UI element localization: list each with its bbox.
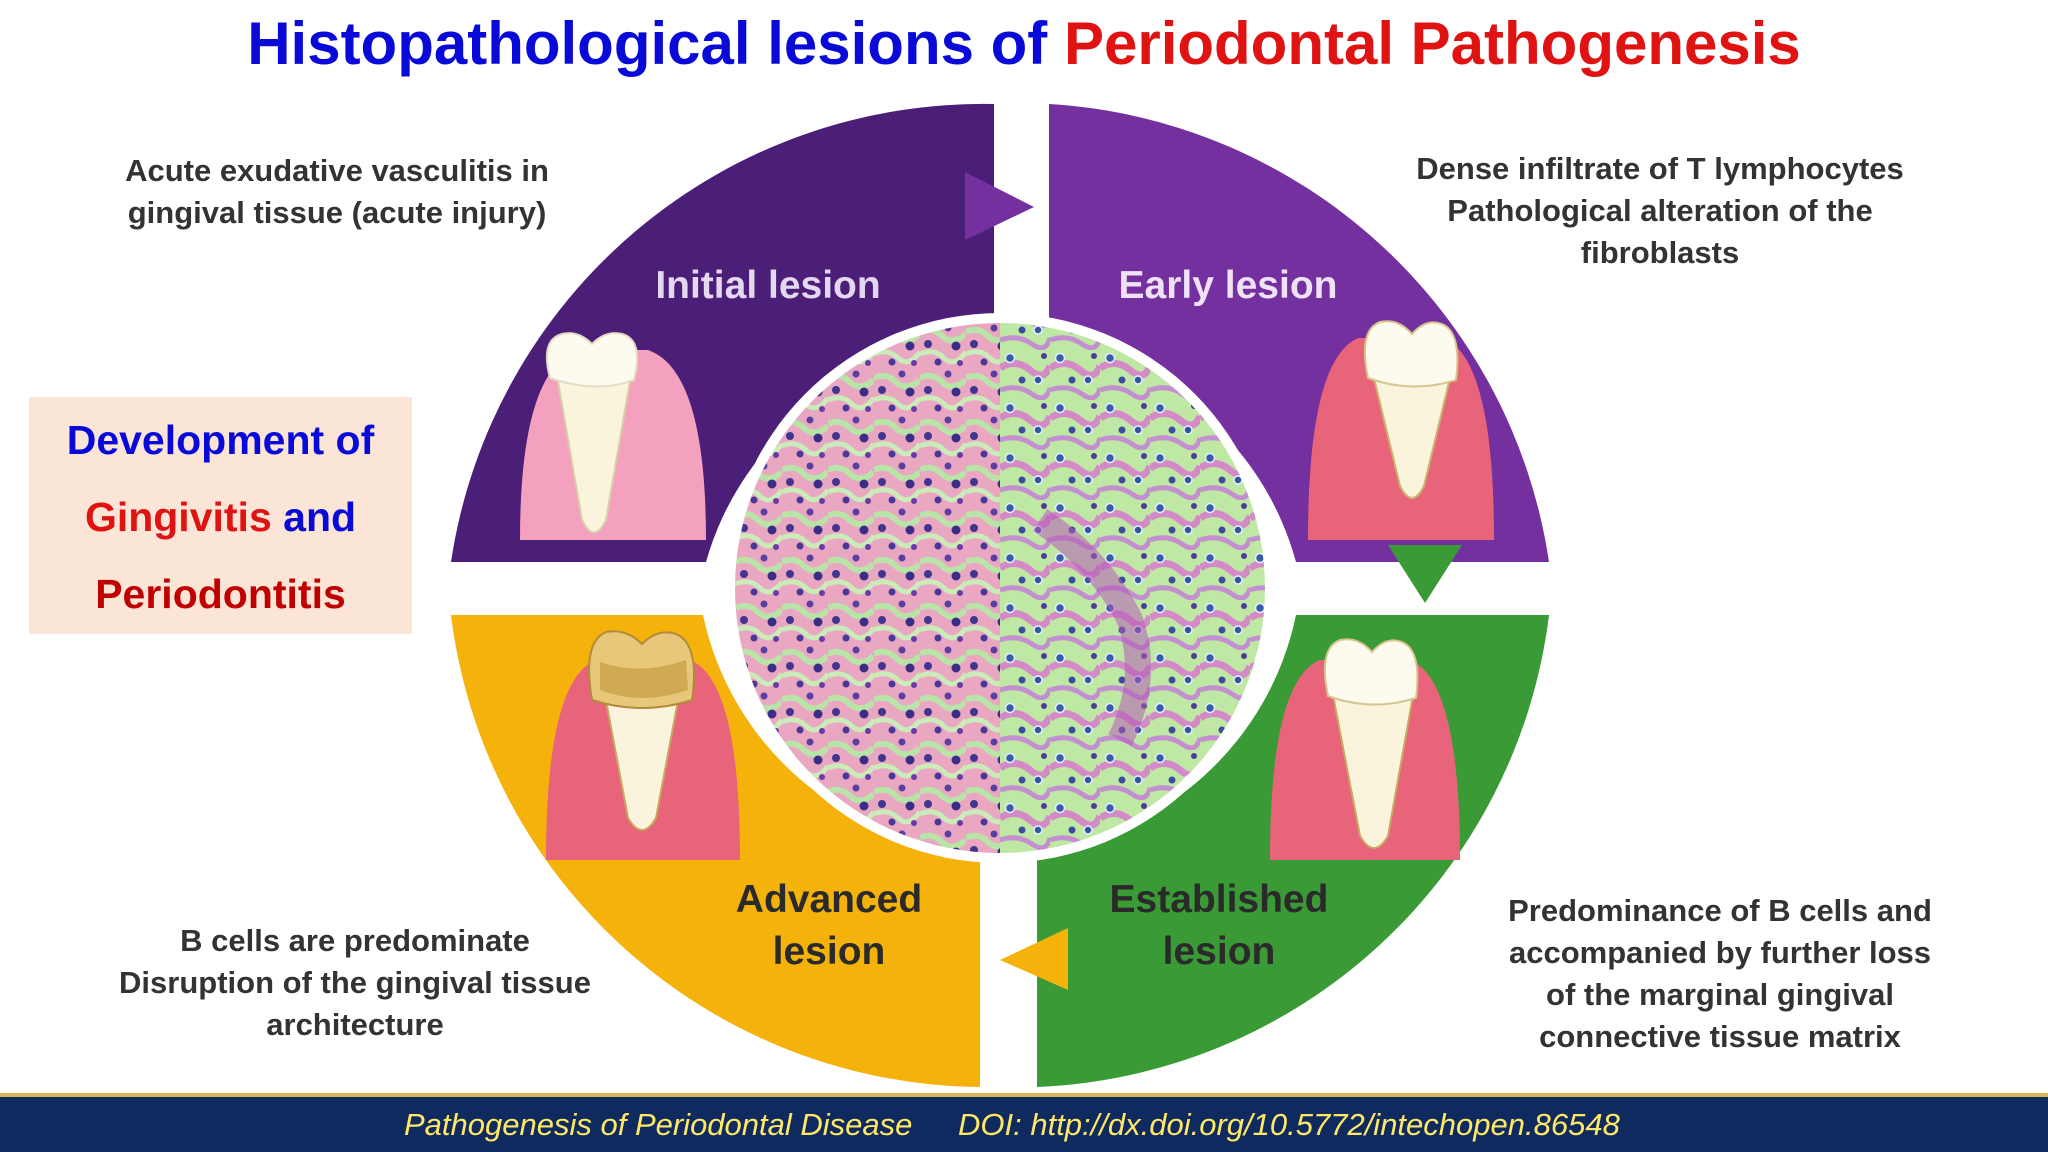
side-box-gingivitis: Gingivitis <box>84 494 272 540</box>
title-part-2: Periodontal Pathogenesis <box>1063 10 1801 77</box>
tooth-early-icon <box>1308 320 1494 540</box>
arrow-initial-to-early-icon <box>965 172 1034 240</box>
development-info-box: Development of Gingivitis and Periodonti… <box>29 397 412 634</box>
description-line: Dense infiltrate of T lymphocytes <box>1416 151 1904 186</box>
footer-source: Pathogenesis of Periodontal Disease <box>404 1107 913 1142</box>
description-line: architecture <box>266 1007 444 1042</box>
description-line: Pathological alteration of the <box>1447 193 1873 228</box>
description-line: of the marginal gingival <box>1546 977 1894 1012</box>
tooth-initial-icon <box>520 332 706 540</box>
page-title: Histopathological lesions of Periodontal… <box>0 6 2048 82</box>
description-line: gingival tissue (acute injury) <box>127 195 547 230</box>
established-lesion-description: Predominance of B cells and accompanied … <box>1440 890 2000 1058</box>
established-lesion-label-line1: Established <box>1110 878 1329 921</box>
side-box-periodontitis: Periodontitis <box>95 571 346 617</box>
footer-bar: Pathogenesis of Periodontal Disease DOI:… <box>0 1093 2048 1152</box>
description-line: connective tissue matrix <box>1539 1019 1901 1054</box>
description-line: Acute exudative vasculitis in <box>125 153 549 188</box>
description-line: Predominance of B cells and <box>1508 893 1932 928</box>
arrow-established-to-advanced-icon <box>1000 928 1068 990</box>
early-lesion-label: Early lesion <box>1119 264 1338 307</box>
description-line: accompanied by further loss <box>1508 935 1932 970</box>
tooth-advanced-icon <box>546 630 740 860</box>
description-line: fibroblasts <box>1580 235 1740 270</box>
initial-lesion-label: Initial lesion <box>655 264 880 307</box>
footer-doi: DOI: http://dx.doi.org/10.5772/intechope… <box>958 1107 1620 1142</box>
established-lesion-label-line2: lesion <box>1163 930 1276 973</box>
arrow-early-to-established-icon <box>1388 545 1462 603</box>
tooth-established-icon <box>1270 638 1460 860</box>
advanced-lesion-label-line1: Advanced <box>736 878 922 921</box>
description-line: Disruption of the gingival tissue <box>119 965 591 1000</box>
advanced-lesion-description: B cells are predominate Disruption of th… <box>60 920 650 1046</box>
early-lesion-description: Dense infiltrate of T lymphocytes Pathol… <box>1360 148 1960 274</box>
histology-micrograph <box>735 323 1265 853</box>
side-box-and: and <box>283 494 357 540</box>
side-box-line1: Development of <box>66 417 375 463</box>
title-part-1: Histopathological lesions of <box>247 10 1048 77</box>
advanced-lesion-label-line2: lesion <box>773 930 886 973</box>
initial-lesion-description: Acute exudative vasculitis in gingival t… <box>62 150 612 234</box>
description-line: B cells are predominate <box>180 923 530 958</box>
